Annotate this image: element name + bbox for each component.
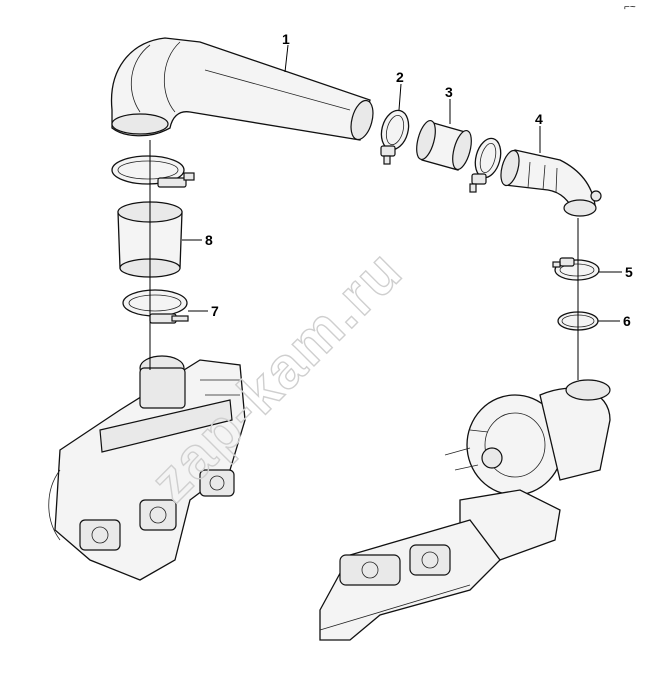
callout-2: 2 <box>396 69 404 85</box>
callout-3: 3 <box>445 84 453 100</box>
part-1-elbow-pipe <box>110 37 374 141</box>
part-3-rubber-sleeve <box>416 119 472 171</box>
part-2-hose-clamp <box>380 109 410 165</box>
callout-8: 8 <box>205 232 213 248</box>
assembly-axis-lines <box>149 140 579 380</box>
callout-7: 7 <box>211 303 219 319</box>
part-4-elbow-outlet <box>500 149 602 217</box>
corner-mark: ⌐~ <box>624 2 636 13</box>
callouts: 1 2 3 4 5 6 7 8 <box>182 31 633 329</box>
part-7-lower-clamp <box>122 289 189 324</box>
callout-5: 5 <box>625 264 633 280</box>
callout-4: 4 <box>535 111 543 127</box>
exhaust-manifold <box>319 519 501 641</box>
callout-1: 1 <box>282 31 290 47</box>
upper-left-clamp <box>111 155 195 188</box>
part-5-clamp-ring <box>552 257 600 281</box>
intake-manifold-assembly <box>48 355 246 581</box>
callout-6: 6 <box>623 313 631 329</box>
hose-clamp-second <box>469 137 502 193</box>
